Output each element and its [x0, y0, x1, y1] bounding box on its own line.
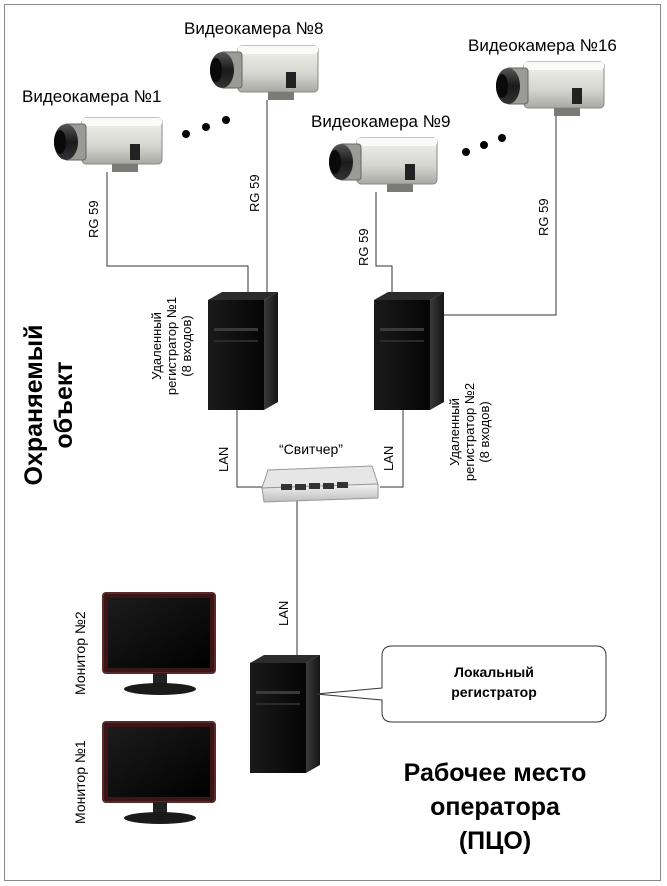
camera-16-label: Видеокамера №16: [468, 36, 617, 55]
recorder-label-line: Удаленный: [149, 312, 164, 380]
cable-cam1-rec1: [106, 172, 249, 297]
protected-object-line: объект: [50, 361, 78, 449]
switch-icon: [261, 465, 379, 503]
camera-9-icon: [328, 137, 438, 193]
cable-label-rg59: RG 59: [86, 200, 101, 238]
cable-label-rg59: RG 59: [356, 228, 371, 266]
local-recorder-icon: [250, 655, 320, 773]
camera-8-icon: [209, 45, 319, 101]
recorder-label-line: (8 входов): [477, 401, 492, 463]
cable-label-lan: LAN: [216, 446, 231, 472]
camera-16-icon: [495, 61, 605, 117]
local-recorder-line: регистратор: [451, 684, 537, 700]
cable-label-rg59: RG 59: [536, 198, 551, 236]
recorder-label-line: регистратор №1: [164, 296, 179, 396]
cable-label-rg59: RG 59: [247, 174, 262, 212]
recorder-label-line: регистратор №2: [462, 382, 477, 482]
cable-label-lan: LAN: [381, 445, 396, 471]
remote-recorder-1-icon: [208, 292, 278, 410]
cable-cam16-rec2: [440, 116, 557, 316]
monitor-1-icon: [102, 721, 216, 825]
cable-lines: [106, 100, 557, 660]
monitor-1-label: Монитор №1: [72, 740, 88, 824]
cable-label-lan: LAN: [276, 600, 291, 626]
monitor-2-label: Монитор №2: [72, 611, 88, 695]
protected-object-line: Охраняемый: [20, 324, 48, 486]
local-recorder-label: Локальный регистратор: [392, 662, 596, 702]
workplace-line: Рабочее место: [403, 759, 587, 787]
camera-1-icon: [53, 117, 163, 173]
cable-rec1-switch: [236, 410, 262, 488]
recorder-label-line: Удаленный: [447, 398, 462, 466]
recorder-label-line: (8 входов): [179, 315, 194, 377]
remote-recorder-2-label: Удаленный регистратор №2 (8 входов): [447, 372, 492, 492]
cable-cam9-rec2: [375, 192, 393, 297]
switch-label: “Свитчер”: [279, 441, 343, 457]
remote-recorder-1-label: Удаленный регистратор №1 (8 входов): [149, 290, 194, 402]
cable-rec2-switch: [380, 410, 404, 488]
workplace-line: (ПЦО): [458, 827, 532, 855]
remote-recorder-2-icon: [374, 292, 444, 410]
ellipsis-dots: [182, 116, 506, 156]
protected-object-label: Охраняемый объект: [19, 300, 79, 510]
local-recorder-callout: [315, 645, 607, 723]
camera-9-label: Видеокамера №9: [311, 112, 451, 131]
workplace-line: оператора: [430, 793, 560, 821]
camera-8-label: Видеокамера №8: [184, 19, 324, 38]
monitor-2-icon: [102, 592, 216, 696]
camera-1-label: Видеокамера №1: [22, 87, 162, 106]
local-recorder-line: Локальный: [454, 664, 534, 680]
operator-workplace-label: Рабочее место оператора (ПЦО): [360, 756, 630, 858]
